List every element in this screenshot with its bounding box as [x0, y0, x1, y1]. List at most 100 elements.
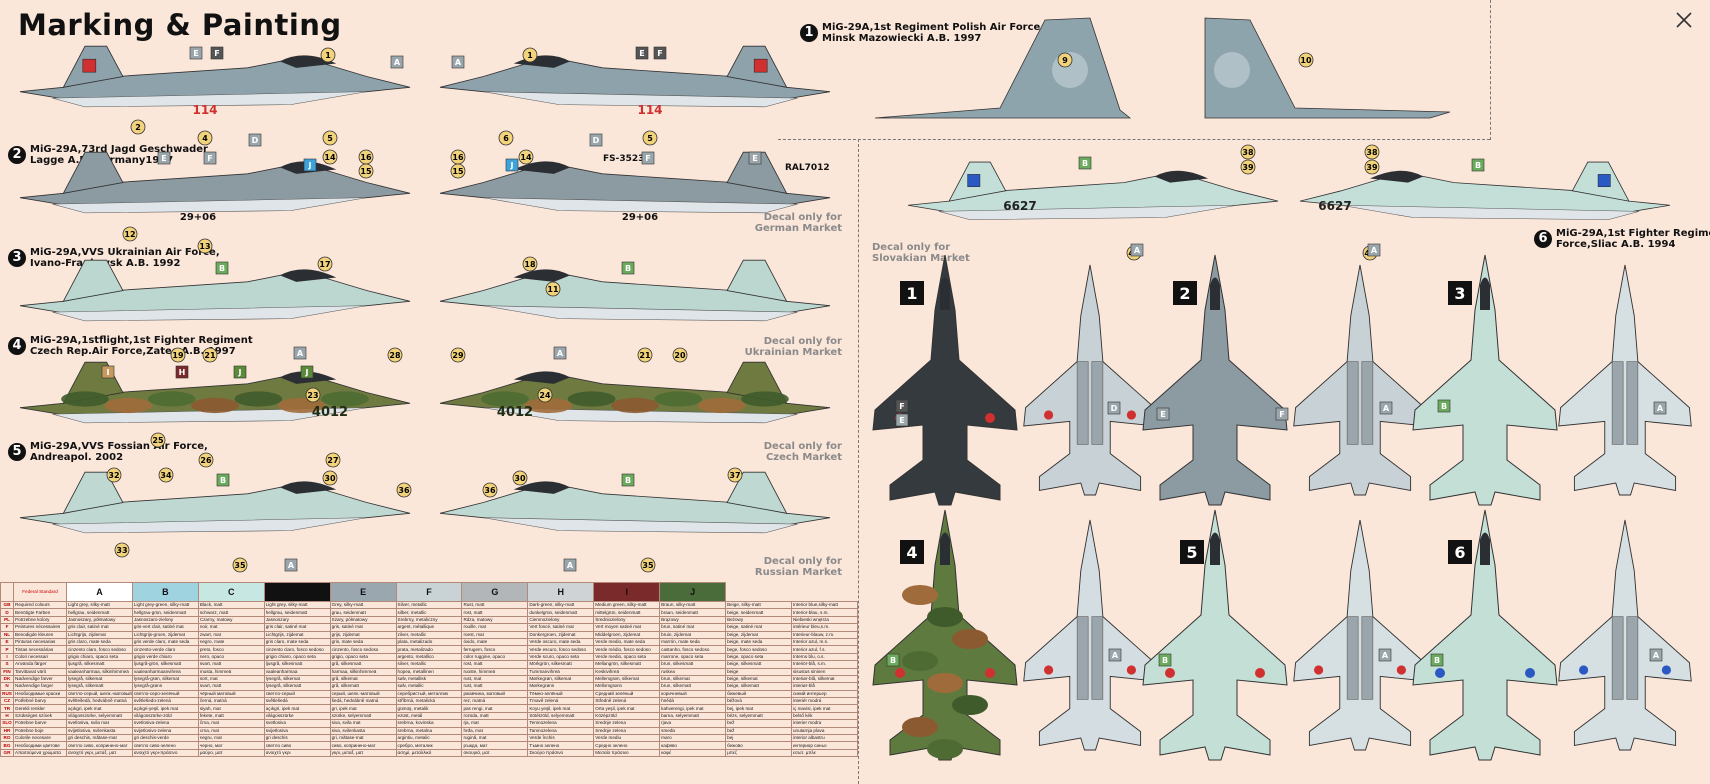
table-cell: ανοιχτό γκρι, μεταξ. ματ [66, 748, 133, 758]
color-letter: E [639, 49, 644, 58]
table-cell: bež [725, 726, 792, 736]
table-cell: S [0, 660, 14, 669]
table-cell: светло-серый, шелк.-матовый [66, 689, 133, 699]
engine-nacelle [1611, 361, 1624, 445]
table-cell: color ruggine, opaco [461, 652, 529, 662]
color-letter: B [1434, 656, 1440, 665]
table-cell: Mellangrön, silkesmatt [593, 660, 661, 669]
tail-fin-shape [62, 259, 124, 302]
table-cell: bež [725, 719, 792, 728]
table-cell: hrđa, mat [461, 726, 529, 736]
table-cell: negro, mate [197, 637, 265, 647]
table-cell: D [0, 608, 14, 617]
belly-shape [483, 91, 798, 108]
table-cell: gris claro, mate seda [66, 637, 133, 647]
engine-nacelle [1091, 361, 1104, 445]
table-cell: Grey, silky-matt [329, 600, 397, 610]
tail-fin-shape [62, 471, 124, 514]
serial-number: 114 [637, 103, 662, 117]
table-cell: ръжда, мат [461, 741, 529, 750]
table-cell: Potrzebne kolory [13, 615, 67, 625]
tail-fin-shape [726, 259, 788, 302]
canopy-shape [940, 277, 950, 310]
belly-shape [52, 91, 367, 108]
decal-note-russian: Decal only for Russian Market [754, 556, 842, 578]
table-cell: gris-vert clair, satiné mat [131, 623, 199, 632]
camo-patch [654, 391, 703, 407]
color-letter: D [593, 136, 600, 145]
belly-shape [483, 517, 798, 534]
section-number: 5 [1186, 543, 1197, 562]
table-cell: Gerekli renkler [13, 704, 67, 713]
camo-patch [927, 607, 963, 627]
table-cell: Temnozelena [527, 719, 595, 728]
color-letter-box [1649, 648, 1663, 662]
camo-patch [567, 391, 616, 407]
color-letter-box [1107, 401, 1121, 415]
table-cell: Lichtgrijs, zijdemat [66, 630, 133, 639]
engine-nacelle [1361, 616, 1374, 700]
airframe-shape [1142, 509, 1288, 761]
callout-bubble [106, 467, 122, 483]
callout-bubble [170, 347, 186, 363]
table-cell: siva, svila mat [329, 719, 397, 728]
table-cell: lysegrå-grøn, silkemat [131, 674, 199, 684]
table-cell: noir, mat [197, 623, 265, 632]
table-cell: bej, ipek mat [725, 704, 792, 713]
color-letter-box [1471, 158, 1485, 172]
insignia-shape [753, 58, 768, 73]
table-cell: светло сиво-зелено [131, 741, 199, 750]
color-letter: E [1160, 410, 1165, 419]
table-cell: intérieur bleu,s.m. [790, 623, 859, 632]
table-cell: interiør-blå [790, 682, 859, 691]
table-cell: cinzento-verde claro [131, 645, 199, 654]
color-letter: A [1112, 651, 1119, 660]
side-view-aircraft [907, 161, 1279, 220]
section-divider [858, 139, 859, 784]
camo-patch [321, 391, 369, 407]
color-letter-box [621, 473, 635, 487]
color-letter: E [752, 154, 757, 163]
color-letter-box [157, 151, 171, 165]
table-cell: bej [725, 734, 792, 743]
table-cell: Light grey, silky-matt [263, 600, 331, 610]
callout-bubble [640, 557, 656, 573]
table-cell: Interno blu, o.s. [790, 652, 859, 662]
table-cell: castanho, fosco sedoso [659, 645, 727, 654]
table-cell: svijetlosiva, svilenkasta [66, 726, 133, 736]
table-cell: ανοιχτό γκρι [263, 748, 331, 758]
table-cell: gris clair, satiné mat [66, 623, 133, 632]
table-cell: Verde medio, mate seda [593, 637, 661, 647]
belly-shape [52, 517, 367, 534]
table-cell: silver, metallic [395, 660, 463, 669]
table-cell: béžová [725, 697, 792, 706]
table-cell: Tintas necessárias [13, 645, 67, 654]
color-letter: A [455, 58, 462, 67]
close-button[interactable] [1672, 8, 1696, 32]
color-letter: D [252, 136, 259, 145]
table-cell: açıkgri, ipek mat [263, 704, 331, 713]
table-cell: gris, mate seda [329, 637, 397, 647]
camo-patch [902, 651, 938, 671]
color-letter-box [1367, 243, 1381, 257]
table-cell: Niebieski wnętrza [790, 615, 859, 625]
table-cell: gri, mătase-mat [329, 734, 397, 743]
canopy-shape [1480, 277, 1490, 310]
color-letter-box [886, 653, 900, 667]
table-header-cell [0, 582, 14, 602]
color-letter: B [890, 656, 896, 665]
table-cell: Verde scuro, opaco seta [527, 652, 595, 662]
planform-aircraft [1023, 519, 1157, 751]
callout-number: 36 [398, 486, 410, 495]
engine-nacelle [1076, 616, 1089, 700]
callout-bubble [358, 163, 374, 179]
table-cell: světlešedá, hedvábně matná [66, 697, 133, 706]
table-cell: rez, matná [461, 697, 529, 706]
